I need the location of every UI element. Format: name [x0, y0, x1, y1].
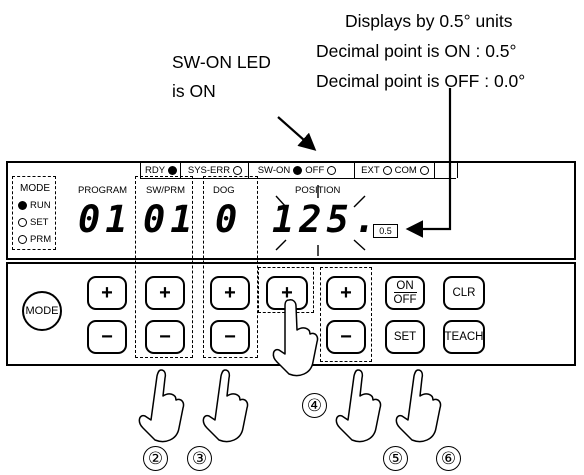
hand-icon-5 [336, 370, 380, 442]
hand-icon-6 [396, 370, 440, 442]
hand-icon-3 [203, 370, 247, 442]
hand-icon-4 [273, 300, 317, 376]
callout-2: ② [143, 446, 168, 471]
swon-arrow [278, 117, 313, 148]
callout-4: ④ [302, 393, 327, 418]
hand-icons [139, 300, 440, 442]
unit-arrow [410, 88, 450, 229]
callout-3: ③ [187, 446, 212, 471]
hand-icon-2 [139, 370, 183, 442]
callout-5: ⑤ [383, 446, 408, 471]
callout-6: ⑥ [436, 446, 461, 471]
blink-marks [276, 185, 365, 256]
